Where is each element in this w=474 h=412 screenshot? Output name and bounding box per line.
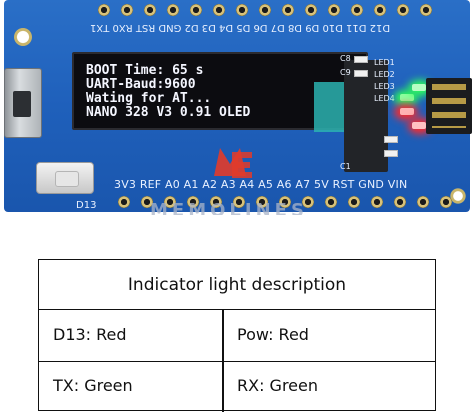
chip — [344, 60, 388, 172]
led-label: LED4 — [374, 94, 395, 103]
led-red — [400, 108, 414, 115]
mounting-hole — [14, 28, 32, 46]
top-pin-header — [98, 4, 432, 16]
oled-line: Wating for AT... — [86, 91, 212, 106]
bottom-pin-labels: 3V3 REF A0 A1 A2 A3 A4 A5 A6 A7 5V RST G… — [114, 178, 408, 191]
oled-line: UART-Baud:9600 — [86, 77, 196, 92]
column-divider — [222, 309, 224, 412]
top-pin-labels: D12 D11 D10 D9 D8 D7 D6 D5 D4 D3 D2 GND … — [90, 22, 391, 33]
d13-label: D13 — [76, 200, 97, 211]
table-cell: D13: Red — [53, 325, 127, 344]
led-label: LED3 — [374, 82, 395, 91]
indicator-table: Indicator light description D13: Red Pow… — [38, 259, 436, 412]
bottom-pin-header — [118, 196, 452, 208]
product-photo: D12 D11 D10 D9 D8 D7 D6 D5 D4 D3 D2 GND … — [4, 0, 472, 215]
side-pin-header — [426, 78, 472, 134]
smd-component — [354, 56, 368, 63]
smd-component — [384, 150, 398, 157]
led-label: LED2 — [374, 70, 395, 79]
led-red — [412, 122, 426, 129]
led-green — [412, 84, 426, 91]
watermark: MEMOLINES — [150, 200, 308, 215]
smd-label: C1 — [340, 162, 351, 171]
oled-line: BOOT Time: 65 s — [86, 63, 204, 78]
reset-button — [36, 162, 94, 194]
table-title: Indicator light description — [127, 274, 347, 295]
oled-display: BOOT Time: 65 s UART-Baud:9600 Wating fo… — [72, 52, 368, 132]
table-cell: TX: Green — [53, 376, 133, 395]
table-row: D13: Red Pow: Red — [39, 309, 435, 361]
smd-label: C8 — [340, 54, 351, 63]
brand-logo — [214, 148, 252, 178]
led-green — [400, 94, 414, 101]
led-label: LED1 — [374, 58, 395, 67]
smd-component — [384, 136, 398, 143]
mounting-hole — [450, 188, 466, 204]
table-row: TX: Green RX: Green — [39, 361, 435, 412]
oled-line: NANO 328 V3 0.91 OLED — [86, 105, 251, 120]
table-cell: RX: Green — [237, 376, 319, 395]
smd-label: C9 — [340, 68, 351, 77]
micro-usb-port — [4, 68, 42, 138]
smd-component — [354, 70, 368, 77]
table-cell: Pow: Red — [237, 325, 309, 344]
